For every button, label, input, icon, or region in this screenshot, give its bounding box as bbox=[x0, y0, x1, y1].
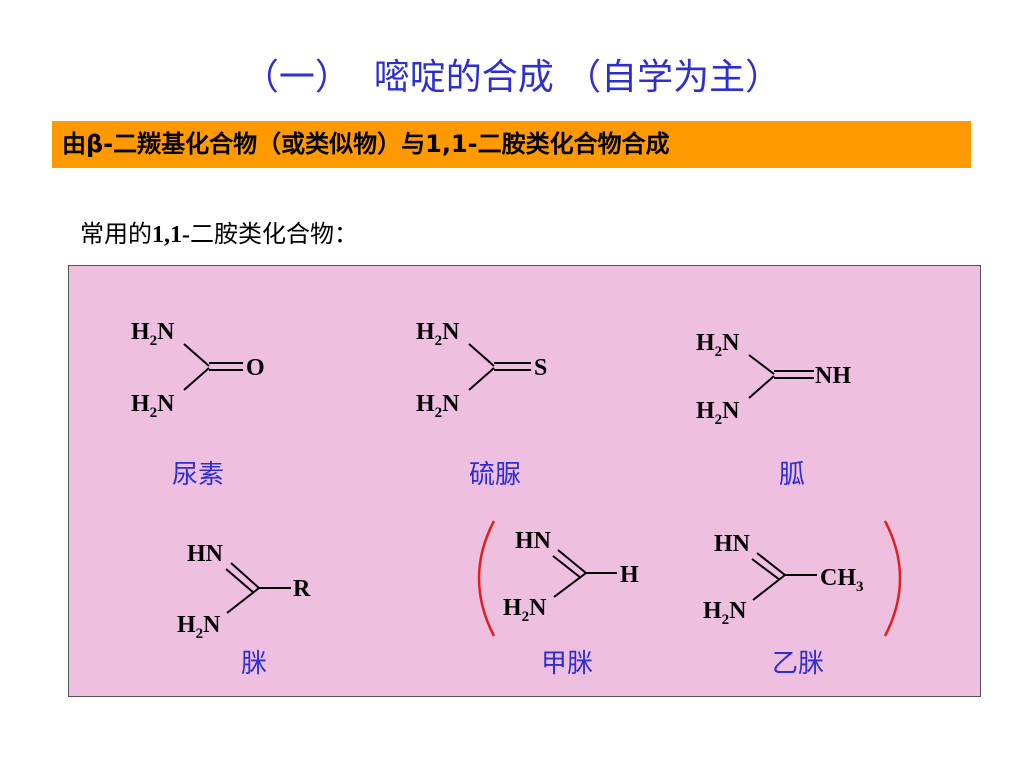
amidine-double-bond-1 bbox=[230, 562, 260, 589]
formamidine-bond-bottom bbox=[553, 572, 587, 598]
amidine-bond-bottom bbox=[226, 587, 260, 614]
subtitle-prefix: 常用的 bbox=[80, 220, 152, 248]
amidine-amino: H2N bbox=[177, 612, 221, 642]
compounds-panel: H2N H2N O H2N H2N S H2N H2N NH bbox=[68, 265, 981, 697]
guanidine-bond-top bbox=[748, 354, 775, 375]
acetamidine-double-bond-1 bbox=[756, 552, 786, 576]
thiourea-structure: H2N H2N S bbox=[416, 319, 547, 421]
urea-bond-bottom bbox=[183, 367, 210, 391]
acetamidine-double-bond-2 bbox=[751, 558, 781, 581]
amidine-imino: HN bbox=[187, 541, 224, 567]
left-paren-icon bbox=[477, 520, 496, 637]
formamidine-imino: HN bbox=[515, 528, 552, 554]
acetamidine-structure: HN H2N CH3 bbox=[703, 531, 864, 628]
formamidine-structure: HN H2N H bbox=[503, 528, 639, 625]
urea-top-amino: H2N bbox=[131, 319, 175, 349]
acetamidine-imino: HN bbox=[714, 531, 751, 557]
thiourea-sulfur: S bbox=[534, 355, 547, 381]
formamidine-amino: H2N bbox=[503, 595, 547, 625]
guanidine-name: 胍 bbox=[779, 460, 806, 490]
formamidine-double-bond-2 bbox=[552, 555, 582, 579]
subtitle-rest: 二胺类化合物： bbox=[190, 220, 358, 248]
thiourea-bond-top bbox=[468, 343, 495, 367]
urea-bond-top bbox=[183, 343, 210, 367]
acetamidine-bond-bottom bbox=[752, 574, 786, 601]
thiourea-bottom-amino: H2N bbox=[416, 391, 460, 421]
thiourea-top-amino: H2N bbox=[416, 319, 460, 349]
slide-title: （一） 嘧啶的合成 （自学为主） bbox=[242, 57, 782, 98]
formamidine-name: 甲脒 bbox=[541, 649, 594, 679]
amidine-structure: HN H2N R bbox=[177, 541, 311, 642]
urea-oxygen: O bbox=[246, 355, 265, 381]
guanidine-imino: NH bbox=[815, 363, 851, 389]
amidine-name: 脒 bbox=[241, 649, 268, 679]
guanidine-structure: H2N H2N NH bbox=[696, 330, 851, 428]
structures-drawing: H2N H2N O H2N H2N S H2N H2N NH bbox=[131, 319, 902, 642]
acetamidine-methyl: CH3 bbox=[820, 565, 864, 595]
amidine-double-bond-2 bbox=[225, 568, 255, 594]
urea-name: 尿素 bbox=[172, 460, 225, 490]
subtitle-bold: 1,1- bbox=[152, 222, 190, 248]
guanidine-top-amino: H2N bbox=[696, 330, 740, 360]
section-subtitle: 常用的1,1-二胺类化合物： bbox=[80, 214, 358, 249]
amidine-r-group: R bbox=[293, 576, 311, 602]
thiourea-bond-bottom bbox=[468, 367, 495, 391]
right-paren-icon bbox=[883, 520, 902, 637]
acetamidine-name: 乙脒 bbox=[772, 649, 825, 679]
urea-bottom-amino: H2N bbox=[131, 391, 175, 421]
topic-banner: 由β-二羰基化合物（或类似物）与1,1-二胺类化合物合成 bbox=[52, 121, 971, 168]
acetamidine-amino: H2N bbox=[703, 598, 747, 628]
thiourea-name: 硫脲 bbox=[469, 460, 522, 490]
guanidine-bottom-amino: H2N bbox=[696, 398, 740, 428]
urea-structure: H2N H2N O bbox=[131, 319, 265, 421]
guanidine-bond-bottom bbox=[748, 375, 775, 399]
formamidine-double-bond-1 bbox=[557, 549, 587, 574]
formamidine-hydrogen: H bbox=[620, 562, 639, 588]
